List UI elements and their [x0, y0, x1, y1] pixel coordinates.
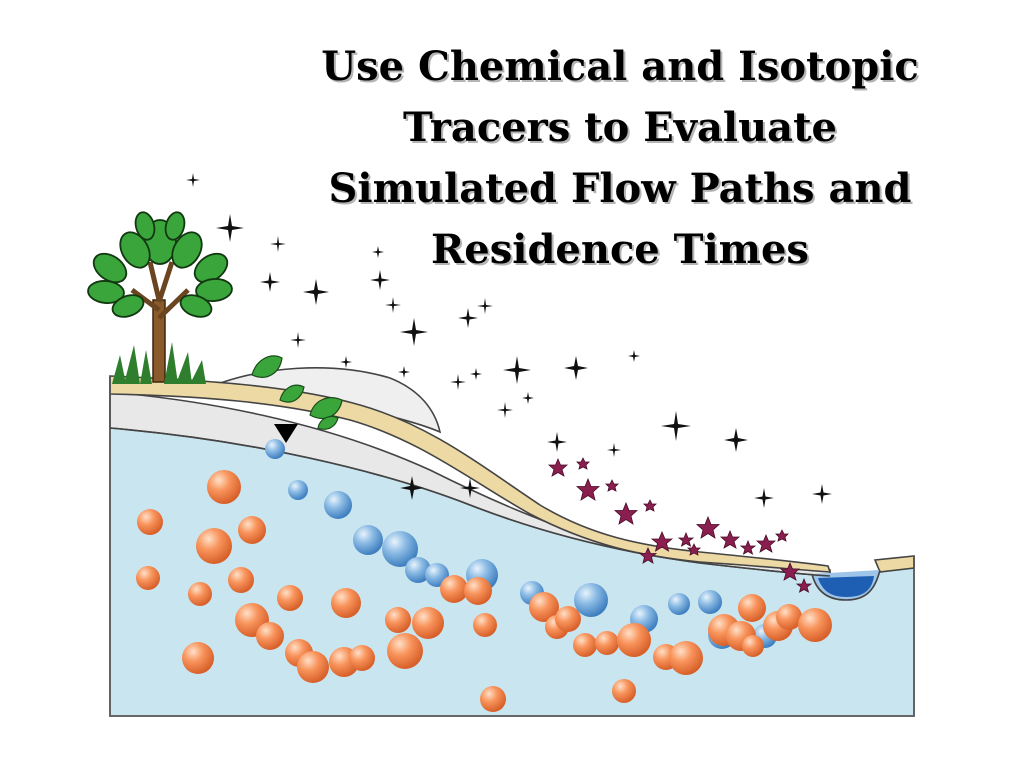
tracer-bubble-orange: [256, 622, 284, 650]
tracer-bubble-orange: [573, 633, 597, 657]
tracer-bubble-orange: [738, 594, 766, 622]
tracer-bubble-orange: [207, 470, 241, 504]
tracer-bubble-blue: [668, 593, 690, 615]
tracer-bubble-orange: [349, 645, 375, 671]
tracer-bubble-orange: [798, 608, 832, 642]
soil-layer: [109, 375, 832, 573]
tracer-bubble-orange: [529, 592, 559, 622]
tracer-bubble-orange: [617, 623, 651, 657]
tracer-bubble-orange: [385, 607, 411, 633]
tracer-bubble-blue: [574, 583, 608, 617]
title-line-4: Residence Times: [431, 226, 809, 273]
sparkle-icon: [186, 173, 832, 508]
tracer-bubble-orange: [480, 686, 506, 712]
tracer-bubble-blue: [405, 557, 431, 583]
tracer-bubble-blue: [324, 491, 352, 519]
tracer-bubble-blue: [698, 590, 722, 614]
tracer-bubble-blue: [288, 480, 308, 500]
flower-icon: [547, 457, 813, 593]
tracer-bubble-orange: [137, 509, 163, 535]
stream-water: [818, 576, 874, 597]
tracer-bubble-orange: [331, 588, 361, 618]
tracer-bubble-orange: [595, 631, 619, 655]
tracer-bubbles: [136, 439, 832, 712]
title-line-1: Use Chemical and Isotopic: [321, 43, 919, 90]
title-line-3: Simulated Flow Paths and: [328, 165, 912, 212]
tracer-bubble-orange: [182, 642, 214, 674]
tracer-bubble-orange: [228, 567, 254, 593]
tracer-bubble-orange: [297, 651, 329, 683]
tracer-bubble-orange: [669, 641, 703, 675]
tracer-bubble-orange: [464, 577, 492, 605]
section-frame: [109, 376, 915, 717]
tracer-bubble-orange: [136, 566, 160, 590]
tracer-bubble-orange: [277, 585, 303, 611]
tracer-bubble-orange: [473, 613, 497, 637]
tracer-bubble-orange: [188, 582, 212, 606]
tracer-bubble-blue: [382, 531, 418, 567]
leaf-icon: [251, 355, 343, 430]
tracer-bubble-orange: [238, 516, 266, 544]
tracer-bubble-orange: [776, 604, 802, 630]
tracer-bubble-orange: [612, 679, 636, 703]
tracer-bubble-orange: [440, 575, 468, 603]
tree-icon: [87, 211, 233, 384]
title-line-2: Tracers to Evaluate: [402, 104, 838, 151]
tracer-bubble-orange: [555, 606, 581, 632]
tracer-bubble-orange: [412, 607, 444, 639]
tracer-bubble-orange: [196, 528, 232, 564]
tracer-bubble-blue: [265, 439, 285, 459]
water-table-marker-icon: [274, 424, 298, 443]
slide-title: Use Chemical and Isotopic Tracers to Eva…: [318, 36, 922, 280]
tracer-bubble-orange: [387, 633, 423, 669]
tracer-bubble-orange: [742, 635, 764, 657]
tracer-bubble-blue: [353, 525, 383, 555]
